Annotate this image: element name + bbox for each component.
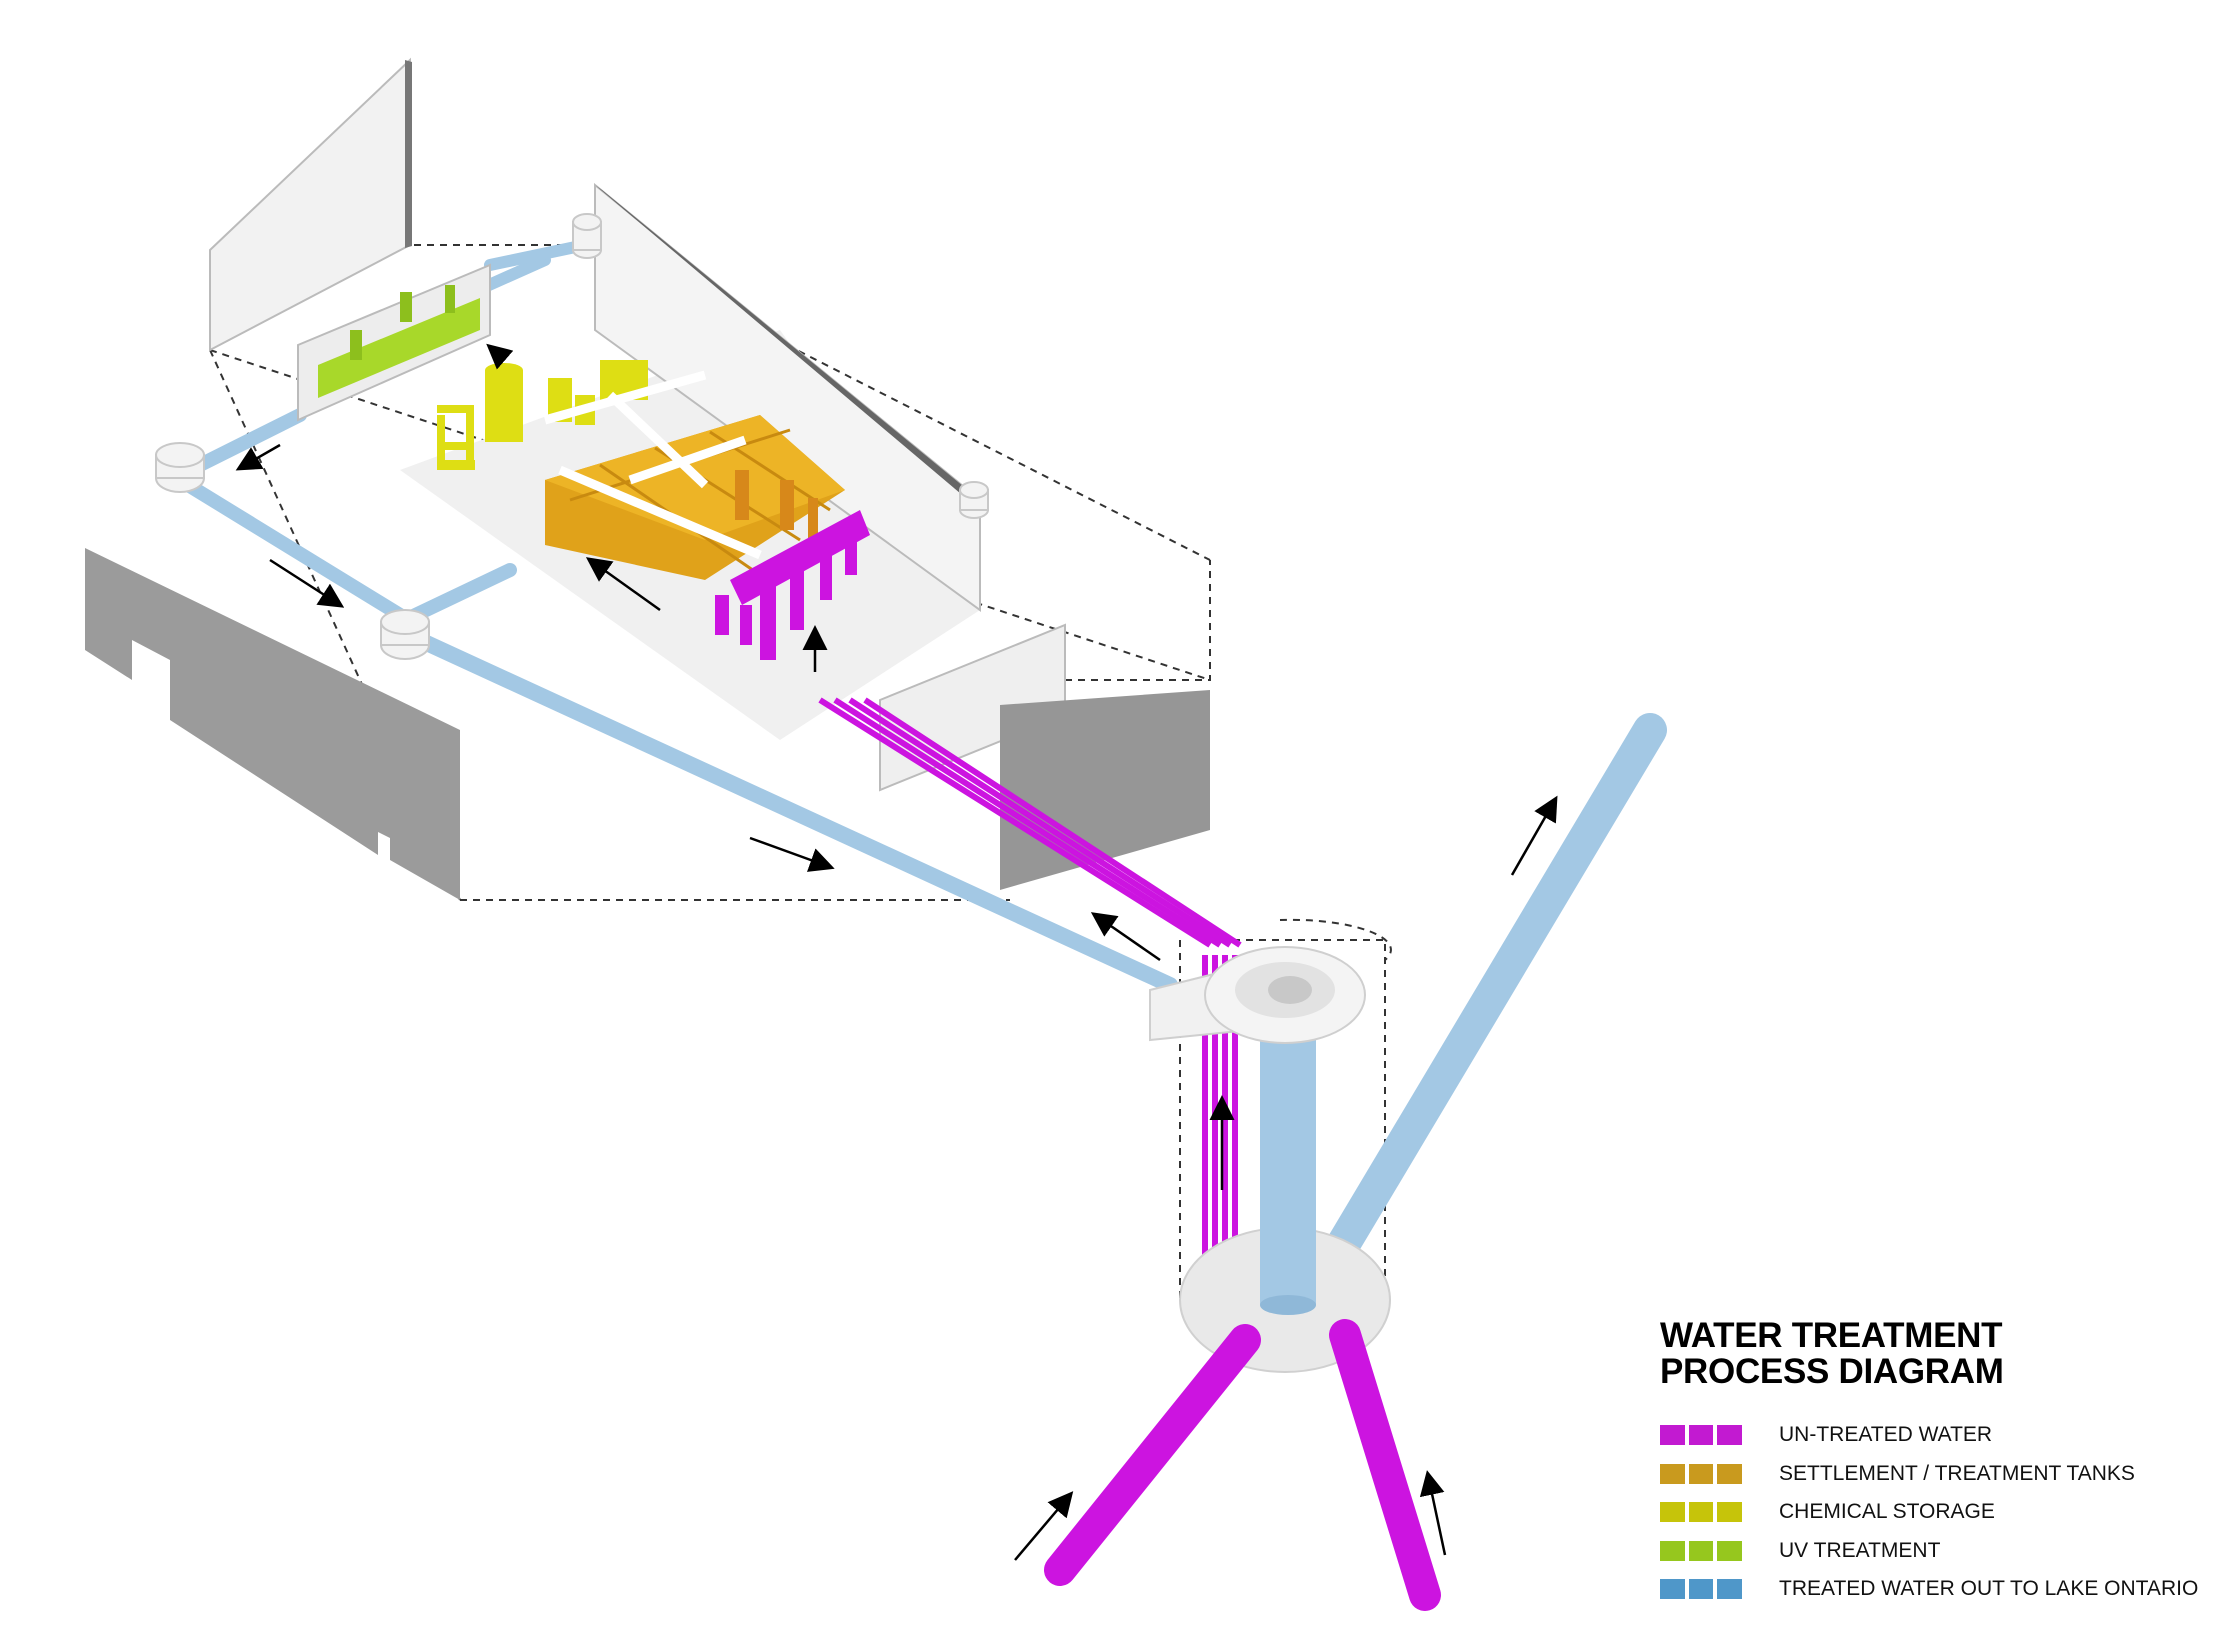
upper-left-wall-edge [405,60,412,248]
uv-treatment-unit [297,263,491,422]
flow-arrow-icon [1419,1470,1447,1556]
legend-swatch [1660,1540,1743,1561]
flow-arrow-icon [585,557,661,612]
upper-left-wall [209,57,411,352]
legend-item-uv-treatment: UV TREATMENT [1660,1532,2220,1571]
pipe-couplings [155,213,989,660]
flow-arrow-icon [749,836,835,872]
legend-item-chemical-storage: CHEMICAL STORAGE [1660,1493,2220,1532]
legend-label: UN-TREATED WATER [1779,1423,1993,1447]
legend-title-line1: WATER TREATMENT [1660,1316,2003,1355]
legend-label: CHEMICAL STORAGE [1779,1500,1995,1524]
legend-items: UN-TREATED WATER SETTLEMENT / TREATMENT … [1660,1416,2220,1609]
flow-arrow-icon [269,558,345,608]
legend-label: TREATED WATER OUT TO LAKE ONTARIO [1779,1577,2199,1601]
legend-item-settlement-tanks: SETTLEMENT / TREATMENT TANKS [1660,1455,2220,1494]
intake-shaft [1149,946,1391,1373]
untreated-water-pump-cluster [715,510,870,660]
flow-arrow-icon [235,443,281,471]
legend-swatch [1660,1579,1743,1600]
treated-water-pipes [173,239,1667,1317]
legend-item-treated-water: TREATED WATER OUT TO LAKE ONTARIO [1660,1570,2220,1609]
legend-swatch [1660,1463,1743,1484]
legend-swatch [1660,1502,1743,1523]
legend-swatch [1660,1425,1743,1446]
legend: WATER TREATMENT PROCESS DIAGRAM UN-TREAT… [1660,1318,2220,1609]
flow-arrows [235,343,1558,1561]
lower-left-grey-wall [85,548,460,900]
flow-arrow-icon [486,343,514,370]
legend-label: UV TREATMENT [1779,1538,1941,1562]
flow-arrow-icon [1090,912,1161,962]
walkway-railings [543,370,762,560]
central-wall-edge [595,185,980,510]
legend-label: SETTLEMENT / TREATMENT TANKS [1779,1461,2135,1485]
flow-arrow-icon [1510,795,1558,876]
flow-arrow-icon [1014,1491,1074,1561]
intake-arms [1044,1319,1441,1611]
legend-title-line2: PROCESS DIAGRAM [1660,1352,2004,1391]
legend-item-untreated-water: UN-TREATED WATER [1660,1416,2220,1455]
